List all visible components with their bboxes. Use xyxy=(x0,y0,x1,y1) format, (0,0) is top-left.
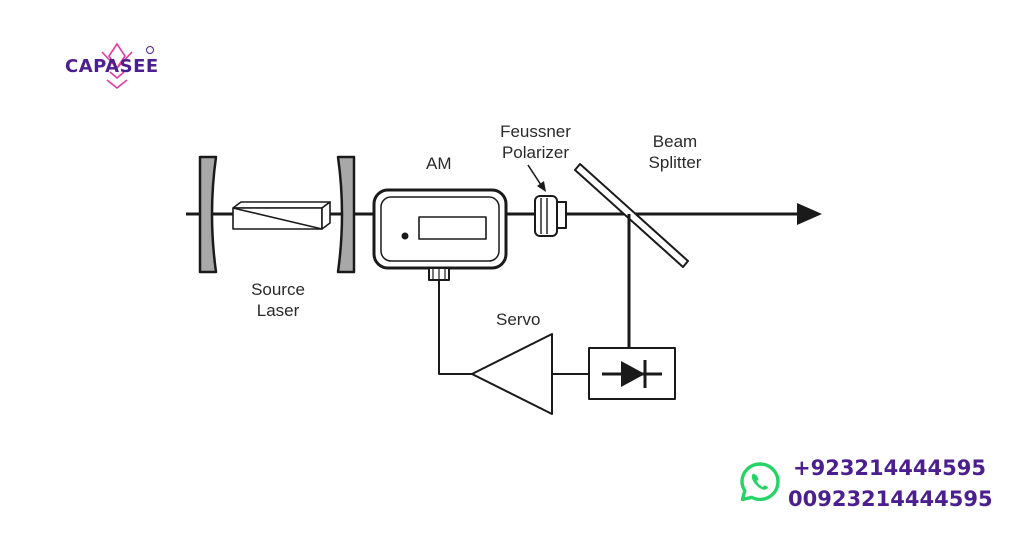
lotus-mark-icon xyxy=(101,42,154,90)
label-source-laser: Source Laser xyxy=(251,280,305,320)
feedback-line xyxy=(438,280,472,375)
label-am: AM xyxy=(426,154,452,173)
servo-amplifier xyxy=(471,333,553,415)
feussner-polarizer xyxy=(534,195,567,237)
phone-number-secondary[interactable]: 00923214444595 xyxy=(788,487,993,511)
label-feussner-polarizer: Feussner Polarizer xyxy=(500,122,571,162)
capasee-logo: CAPASEE xyxy=(62,42,172,90)
right-mirror xyxy=(336,155,356,274)
left-mirror xyxy=(198,155,218,274)
am-modulator xyxy=(372,188,508,281)
beam-arrowhead xyxy=(797,203,822,225)
label-beam-splitter: Beam Splitter xyxy=(648,132,702,172)
polarizer-pointer xyxy=(527,164,542,186)
beam-splitter xyxy=(574,163,689,268)
contact-block: +923214444595 00923214444595 xyxy=(738,455,1018,525)
phone-number-primary[interactable]: +923214444595 xyxy=(793,456,986,480)
whatsapp-icon[interactable] xyxy=(738,460,782,504)
laser-rod xyxy=(232,201,331,230)
photodetector xyxy=(588,347,676,400)
label-servo: Servo xyxy=(496,310,541,329)
logo-text: CAPASEE xyxy=(65,56,159,77)
